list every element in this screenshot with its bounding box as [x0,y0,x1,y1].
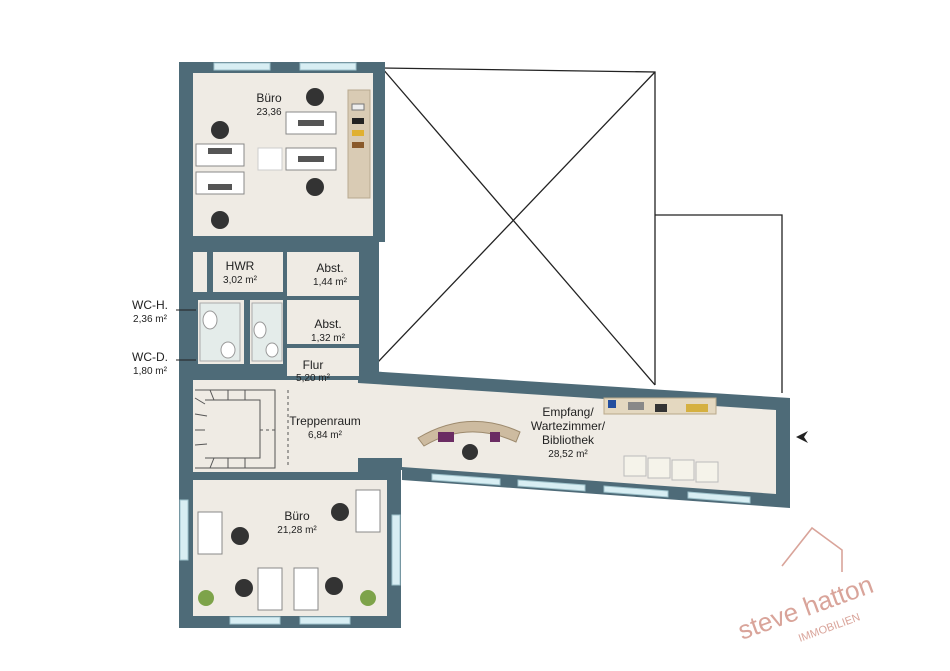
logo: steve hatton IMMOBILIEN [734,526,877,646]
room-name-buero-top: Büro [256,91,282,105]
staircase [194,389,289,469]
roof-outline [377,67,783,393]
room-name-wc-d: WC-D. [132,350,168,364]
room-area-wc-d: 1,80 m² [133,366,168,377]
room-area-hwr: 3,02 m² [223,275,258,286]
room-name-hwr: HWR [226,259,255,273]
room-area-flur: 5,20 m² [296,373,331,384]
wc-fixtures [199,302,283,362]
room-area-wc-h: 2,36 m² [133,314,168,325]
room-name-empfang-1: Empfang/ [542,405,594,419]
room-name-empfang-3: Bibliothek [542,433,595,447]
entrance-arrow-icon [796,431,808,443]
room-area-abst1: 1,44 m² [313,277,348,288]
room-area-buero-bottom: 21,28 m² [277,525,317,536]
room-area-abst2: 1,32 m² [311,333,346,344]
room-area-treppenraum: 6,84 m² [308,430,343,441]
room-name-flur: Flur [303,358,324,372]
room-name-abst2: Abst. [314,317,341,331]
room-area-empfang: 28,52 m² [548,449,588,460]
room-name-abst1: Abst. [316,261,343,275]
house-roof-logo-icon [781,526,843,572]
room-name-treppenraum: Treppenraum [289,414,361,428]
room-name-buero-bottom: Büro [284,509,310,523]
room-name-empfang-2: Wartezimmer/ [531,419,606,433]
windows [179,62,751,625]
room-area-buero-top: 23,36 [256,107,281,118]
reception-furniture [417,397,719,483]
top-office-furniture [195,88,371,229]
bottom-office-furniture [197,489,381,611]
wc-leader-lines [176,309,196,361]
room-labels: Büro 23,36 HWR 3,02 m² Abst. 1,44 m² Abs… [132,91,606,536]
room-name-wc-h: WC-H. [132,298,168,312]
